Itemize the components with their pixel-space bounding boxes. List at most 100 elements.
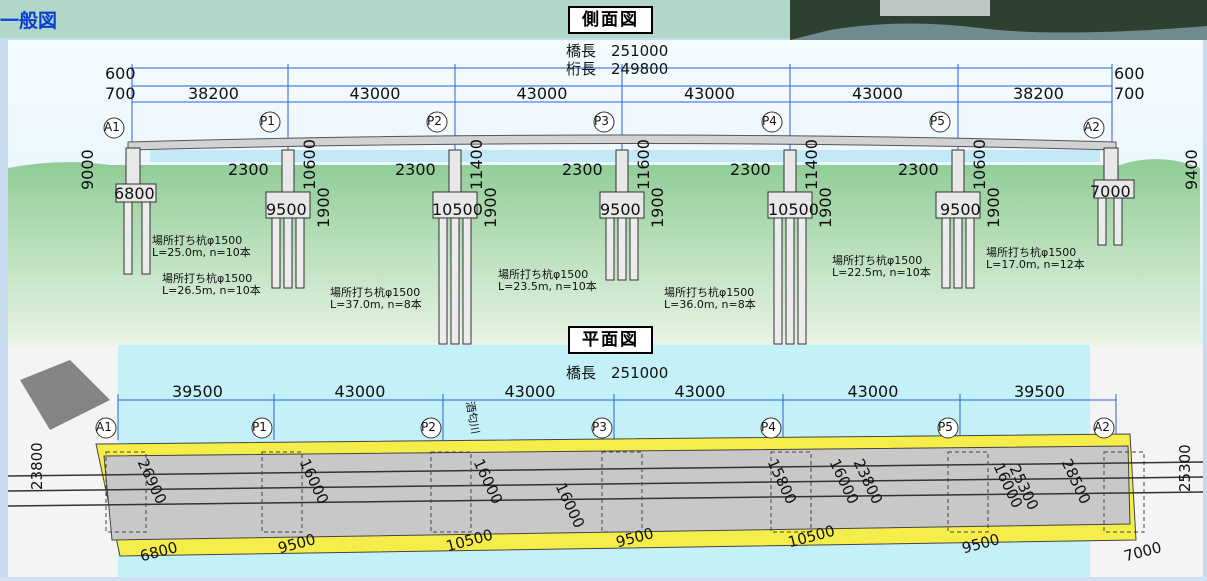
footprint	[947, 451, 989, 533]
pile	[123, 201, 133, 275]
plan-support-marker	[760, 417, 782, 439]
footing-thickness: 1900	[314, 187, 333, 228]
support-marker	[593, 111, 615, 133]
pile	[450, 217, 460, 345]
side-structure	[103, 111, 1135, 345]
pile-note-type: 場所打ち杭φ1500	[330, 286, 421, 299]
end-left-top: 600	[105, 64, 136, 83]
pile-note-spec: L=22.5m, n=10本	[832, 266, 931, 279]
pile	[141, 201, 151, 275]
pile	[773, 217, 783, 345]
side-girder-length: 桁長 249800	[566, 60, 669, 78]
pile	[605, 217, 615, 281]
pier-height: 11600	[634, 139, 653, 190]
pile-note-spec: L=37.0m, n=8本	[330, 298, 422, 311]
support-marker	[929, 111, 951, 133]
pile	[785, 217, 795, 345]
plan-support-label: A2	[1094, 420, 1110, 434]
pier-footing	[432, 191, 478, 219]
pier-footing	[767, 191, 813, 219]
side-bridge-length: 橋長 251000	[566, 42, 669, 60]
side-view-title: 側面図	[568, 6, 653, 34]
pile-note-spec: L=17.0m, n=12本	[986, 258, 1085, 271]
pile	[438, 217, 448, 345]
plan-span-label: 43000	[504, 382, 556, 401]
footing-width: 10500	[768, 200, 819, 219]
support-marker	[1083, 117, 1105, 139]
pier-top-width: 2300	[395, 160, 436, 179]
side-support-label: P5	[930, 114, 945, 128]
deck	[103, 445, 1131, 541]
pile	[797, 217, 807, 345]
abutment-height-right: 9400	[1182, 149, 1201, 190]
footprint	[430, 451, 472, 533]
plan-span-label: 43000	[334, 382, 386, 401]
footprint	[1103, 451, 1145, 533]
pier-column	[783, 149, 797, 193]
pile	[1113, 197, 1123, 246]
pier-height: 10600	[300, 139, 319, 190]
road-line	[7, 491, 1204, 507]
plan-view-title: 平面図	[568, 326, 653, 354]
plan-span-label: 39500	[172, 382, 223, 401]
footing-width: 9500	[940, 200, 981, 219]
abutment-a1	[125, 147, 141, 187]
side-dimension-lines	[131, 64, 1113, 160]
plan-structure	[7, 394, 1204, 557]
plan-support-label: P2	[421, 420, 436, 434]
pile	[965, 217, 975, 289]
plan-support-marker	[95, 417, 117, 439]
pile-note-spec: L=23.5m, n=10本	[498, 280, 597, 293]
footing-width: 9500	[600, 200, 641, 219]
pier-column	[281, 149, 295, 193]
footing-thickness: 1900	[481, 187, 500, 228]
pier-height: 11400	[802, 139, 821, 190]
plan-support-marker	[937, 417, 959, 439]
end-left-bottom: 700	[105, 84, 136, 103]
footing-width: 10500	[432, 200, 483, 219]
pile	[1097, 197, 1107, 246]
side-span-label: 43000	[684, 84, 735, 103]
pile-note-type: 場所打ち杭φ1500	[498, 268, 589, 281]
footing-width: 9500	[266, 200, 307, 219]
pile-note-type: 場所打ち杭φ1500	[832, 254, 923, 267]
side-support-label: A1	[104, 120, 120, 134]
footprint	[105, 451, 147, 533]
pier-column	[951, 149, 965, 193]
side-span-label: 43000	[516, 84, 568, 103]
support-marker	[761, 111, 783, 133]
footing-thickness: 1900	[648, 187, 667, 228]
side-support-label: P1	[260, 114, 275, 128]
pile	[271, 217, 281, 289]
plan-span-label: 43000	[847, 382, 899, 401]
pile-note-spec: L=25.0m, n=10本	[152, 246, 251, 259]
footprint	[261, 451, 303, 533]
pile	[283, 217, 293, 289]
end-right-bottom: 700	[1114, 84, 1145, 103]
plan-width-left: 23800	[28, 442, 46, 490]
pile-note-type: 場所打ち杭φ1500	[162, 272, 253, 285]
side-span-label: 43000	[852, 84, 903, 103]
pier-height: 10600	[970, 139, 989, 190]
pile	[953, 217, 963, 289]
pier-column	[615, 149, 629, 193]
pile-note-spec: L=36.0m, n=8本	[664, 298, 756, 311]
pile-note-spec: L=26.5m, n=10本	[162, 284, 261, 297]
plan-support-label: P3	[592, 420, 607, 434]
plan-span-label: 39500	[1014, 382, 1065, 401]
pier-footing	[599, 191, 645, 219]
pile-note-type: 場所打ち杭φ1500	[986, 246, 1077, 259]
pier-top-width: 2300	[898, 160, 939, 179]
plan-span-label: 43000	[674, 382, 726, 401]
side-span-label: 38200	[1013, 84, 1064, 103]
pile	[295, 217, 305, 289]
plan-support-label: P4	[761, 420, 776, 434]
side-span-label: 43000	[349, 84, 401, 103]
abutment-height-left: 9000	[78, 149, 97, 190]
footprint	[770, 451, 812, 533]
pile	[617, 217, 627, 281]
plan-support-marker	[420, 417, 442, 439]
pier-top-width: 2300	[228, 160, 269, 179]
pile	[941, 217, 951, 289]
footing-width: 6800	[114, 184, 155, 203]
